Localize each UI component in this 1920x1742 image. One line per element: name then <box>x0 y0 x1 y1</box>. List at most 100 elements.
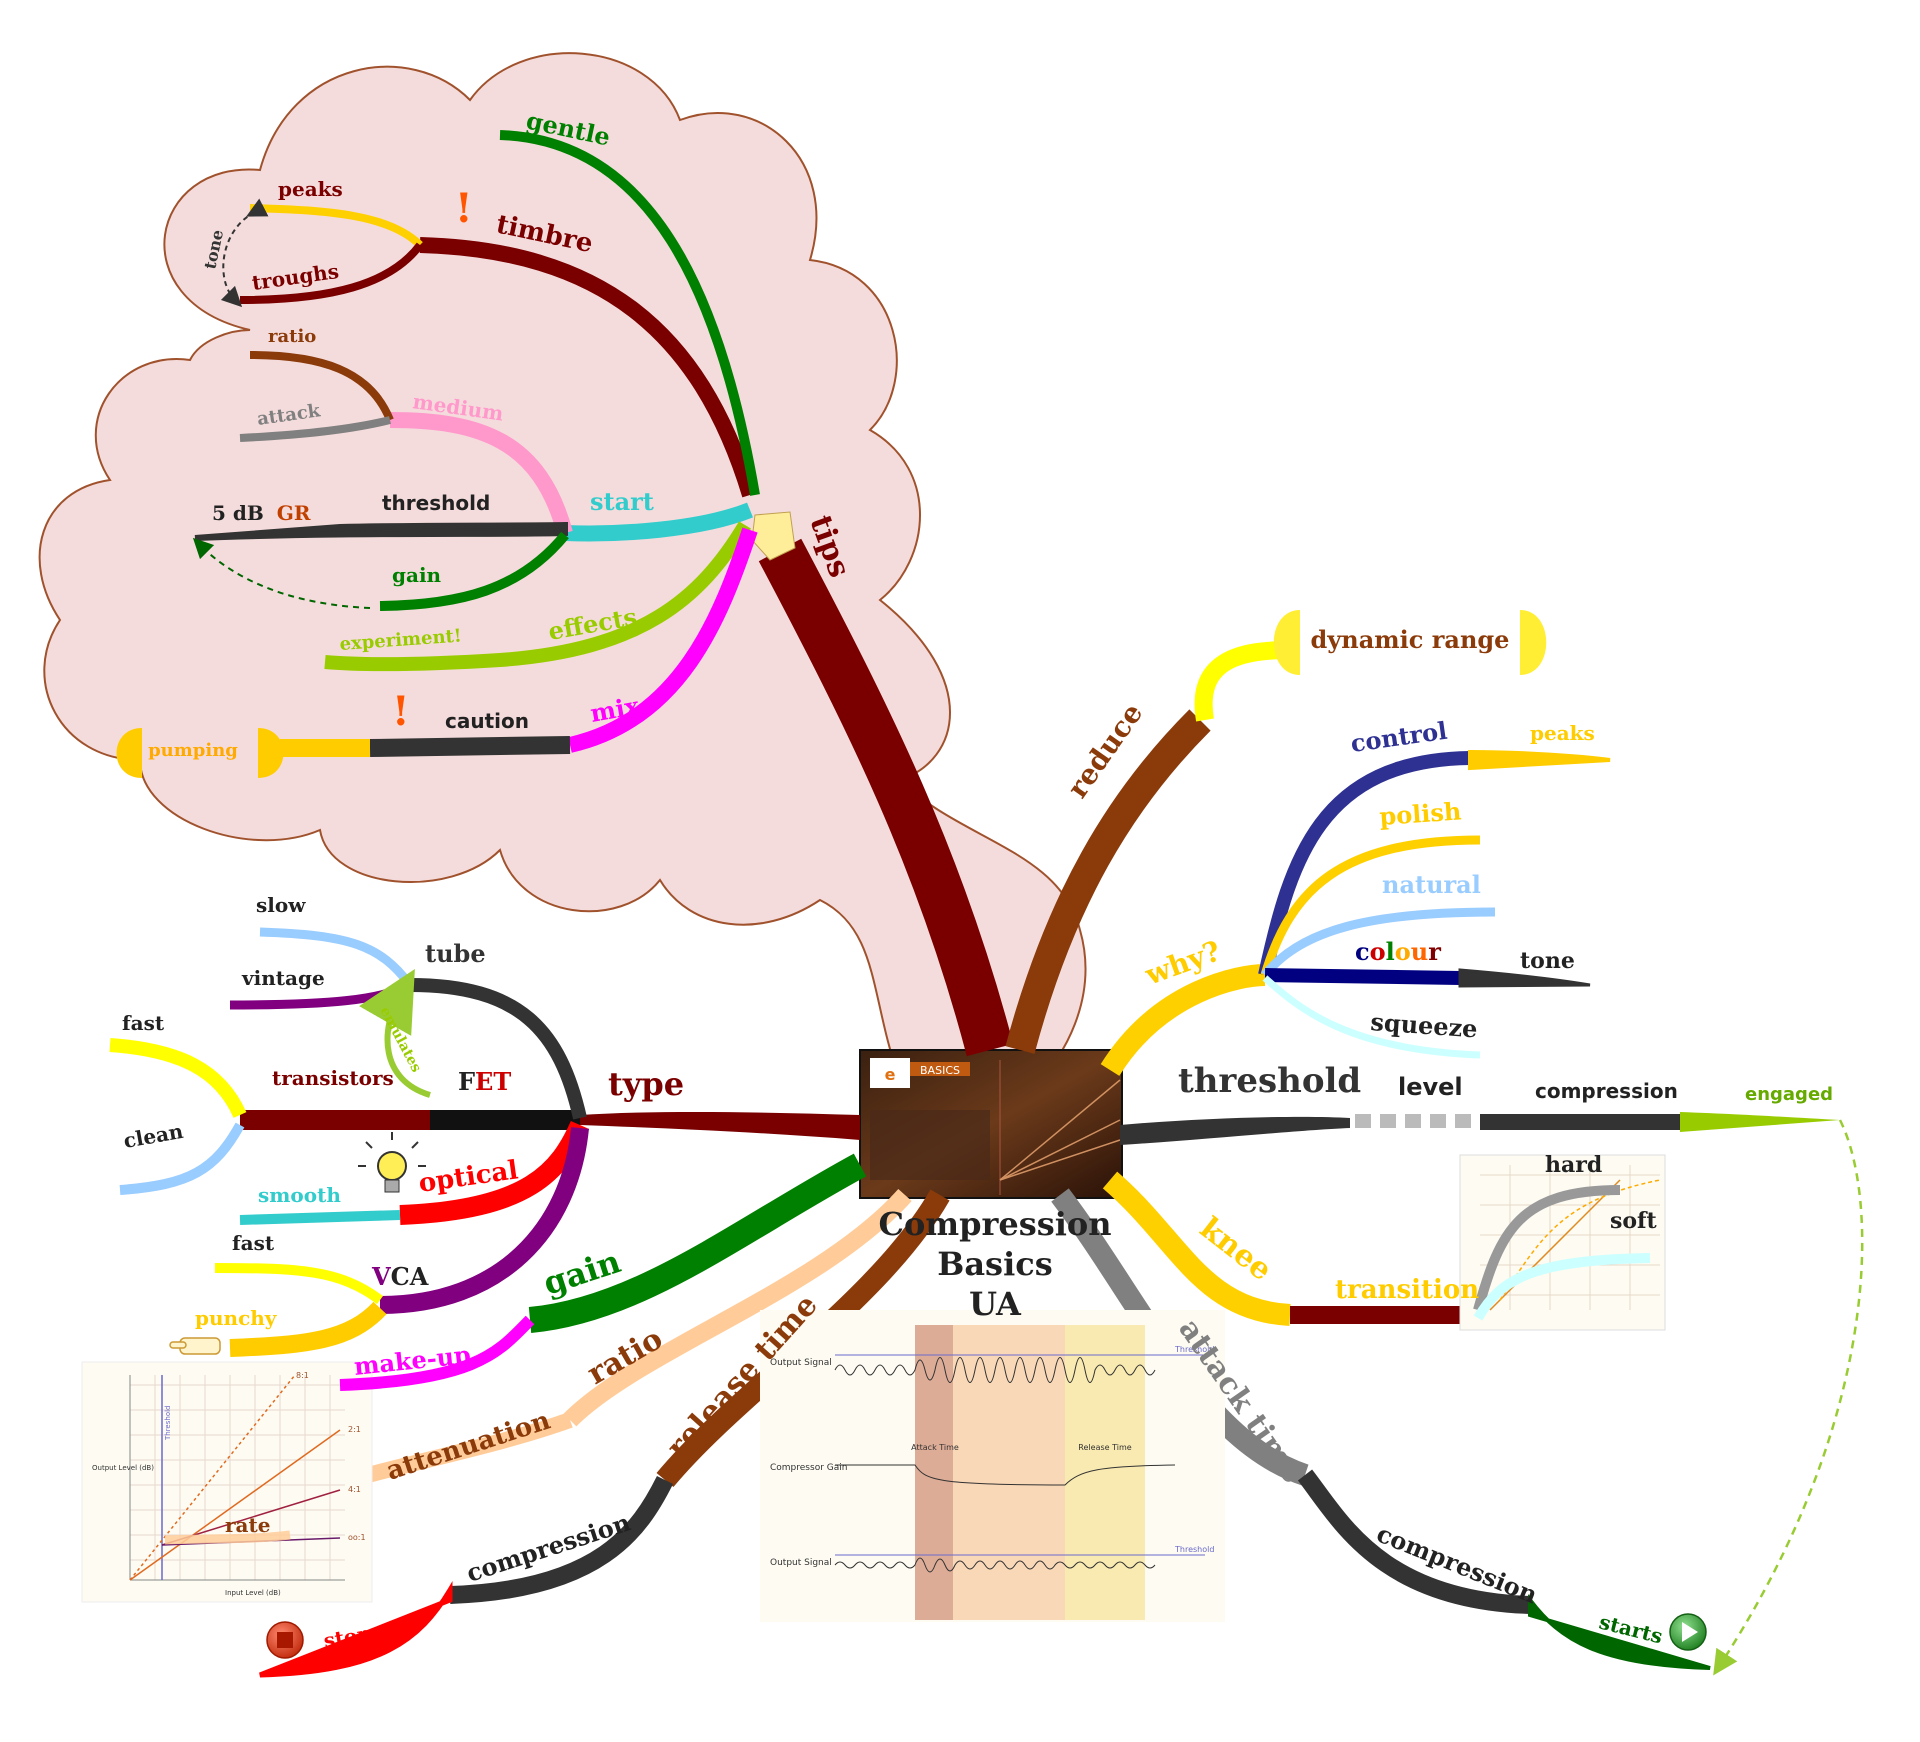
gain-tips-label: gain <box>392 563 442 587</box>
caution-label: caution <box>445 709 529 733</box>
dynamic-range-connector <box>1194 641 1291 722</box>
effects-branch <box>324 521 752 672</box>
play-button-icon[interactable] <box>1669 1613 1707 1651</box>
timing-compressor-gain: Compressor Gain <box>770 1463 847 1473</box>
pumping-bracket-right <box>258 728 284 778</box>
ratio-chart-threshold: Threshold <box>164 1406 172 1442</box>
engaged-label: engaged <box>1745 1084 1833 1105</box>
vca-branch <box>379 1127 589 1314</box>
threshold-branch <box>1120 1116 1350 1145</box>
type-branch <box>580 1111 860 1140</box>
transistors-label: transistors <box>272 1066 394 1090</box>
fet-letter-f: F <box>458 1067 475 1096</box>
colour-branch <box>1264 968 1461 985</box>
gr-value: 5 dB <box>212 501 264 525</box>
gr-suffix: GR <box>277 501 311 525</box>
emulates-label: emulates <box>376 1004 424 1075</box>
stops-branch <box>259 1580 453 1678</box>
make-up-branch <box>339 1315 535 1391</box>
caution-branch <box>369 736 571 757</box>
compression-threshold-branch <box>1480 1114 1680 1130</box>
rate-label: rate <box>225 1513 270 1537</box>
tips-branch <box>758 538 1014 1057</box>
tone-arrow <box>220 198 269 308</box>
level-segment-4 <box>1430 1114 1446 1128</box>
threshold-label: threshold <box>1178 1061 1361 1101</box>
squeeze-label: squeeze <box>1370 1007 1479 1043</box>
soft-branch <box>1473 1253 1651 1321</box>
emulates-arrow <box>359 968 431 1098</box>
timbre-exclamation: ! <box>455 185 473 232</box>
thumbnail-label: BASICS <box>920 1064 960 1077</box>
timing-threshold-bottom: Threshold <box>1174 1545 1214 1554</box>
transition-label: transition <box>1335 1275 1479 1305</box>
ratio-tips-branch <box>249 351 394 422</box>
colour-letter-3: l <box>1386 937 1395 966</box>
colour-letter-2: o <box>1370 937 1386 966</box>
timing-output-signal-top: Output Signal <box>770 1358 832 1368</box>
knee-branch <box>1102 1171 1291 1326</box>
clean-label: clean <box>122 1119 186 1153</box>
dynamic-range-label: dynamic range <box>1311 625 1510 654</box>
dynamic-range-bracket-right <box>1520 610 1547 675</box>
smooth-label: smooth <box>258 1183 341 1207</box>
troughs-branch <box>239 242 424 304</box>
control-label: control <box>1349 716 1449 758</box>
center-title-line-3: UA <box>969 1285 1022 1323</box>
vca-label: VCA <box>371 1262 429 1291</box>
colour-letter-5: u <box>1411 937 1428 966</box>
peaks-why-label: peaks <box>1530 721 1595 745</box>
tips-cloud <box>38 52 1087 1081</box>
squeeze-branch <box>1262 975 1481 1059</box>
natural-branch <box>1261 907 1496 978</box>
start-label: start <box>590 487 654 516</box>
fet-label: FET <box>458 1067 511 1096</box>
polish-branch <box>1260 835 1481 977</box>
ratio-tick-inf: oo:1 <box>348 1533 366 1542</box>
gain-tips-branch <box>379 531 569 611</box>
engaged-branch <box>1680 1112 1840 1132</box>
start-branch <box>564 502 753 542</box>
vca-fast-branch <box>214 1263 383 1305</box>
peaks-why-branch <box>1468 749 1611 771</box>
level-segment-3 <box>1405 1114 1421 1128</box>
center-thumbnail[interactable]: e BASICS <box>859 1049 1123 1199</box>
ratio-tick-4: 4:1 <box>348 1485 361 1494</box>
ratio-tick-2: 2:1 <box>348 1425 361 1434</box>
level-segment-2 <box>1380 1114 1396 1128</box>
clean-branch <box>119 1122 245 1195</box>
compression-threshold-label: compression <box>1535 1079 1678 1103</box>
pumping-label: pumping <box>148 740 238 761</box>
vintage-label: vintage <box>241 966 325 990</box>
timing-chart: Output Signal Compressor Gain Output Sig… <box>760 1310 1225 1622</box>
soft-label: soft <box>1610 1208 1658 1234</box>
hard-label: hard <box>1545 1152 1602 1178</box>
peaks-tips-label: peaks <box>278 177 343 201</box>
lightbulb-icon <box>358 1132 426 1193</box>
mix-branch <box>568 527 758 753</box>
colour-letter-6: r <box>1428 937 1441 966</box>
tube-branch <box>409 978 587 1120</box>
center-title-line-1: Compression <box>878 1205 1111 1243</box>
svg-text:e: e <box>885 1065 896 1084</box>
tone-why-label: tone <box>1520 948 1575 974</box>
hard-branch <box>1473 1185 1621 1312</box>
control-branch <box>1258 751 1471 977</box>
peaks-tips-branch <box>249 204 423 248</box>
level-segment-5 <box>1455 1114 1471 1128</box>
gr-label: 5 dB GR <box>212 501 311 525</box>
ratio-tips-label: ratio <box>268 326 316 347</box>
stop-button-icon[interactable] <box>266 1621 304 1659</box>
dynamic-range-bracket-left <box>1273 610 1300 675</box>
colour-letter-4: o <box>1395 937 1411 966</box>
pointing-hand-icon <box>169 1337 221 1355</box>
colour-label: colour <box>1355 937 1441 966</box>
fast-fet-branch <box>109 1038 247 1119</box>
rate-branch <box>164 1530 291 1545</box>
tone-why-branch <box>1458 968 1591 988</box>
natural-label: natural <box>1382 870 1481 899</box>
level-label: level <box>1398 1073 1463 1101</box>
compression-release-branch <box>449 1475 674 1604</box>
timbre-branch <box>419 237 758 498</box>
